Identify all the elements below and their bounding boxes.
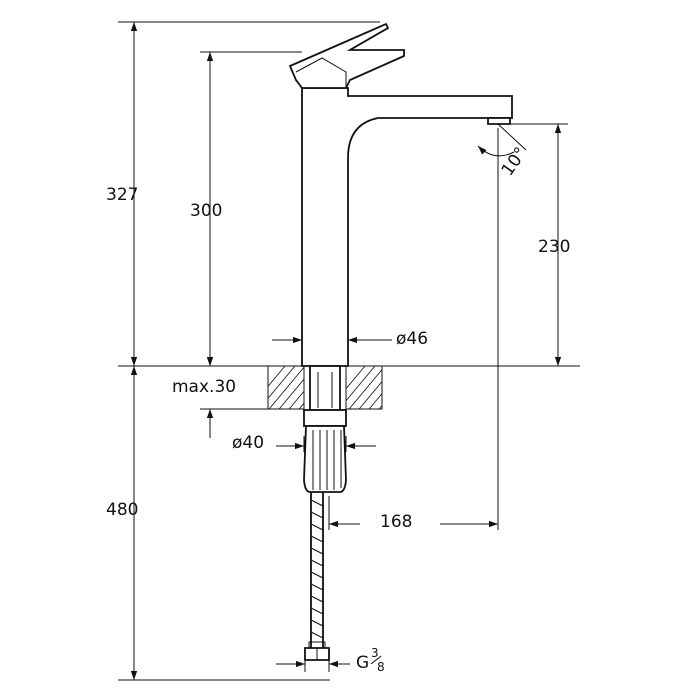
dim-shank-diameter: ø40	[232, 433, 264, 453]
flexible-hose	[304, 492, 330, 672]
dimension-lines	[130, 22, 562, 680]
dim-body-diameter: ø46	[396, 329, 428, 349]
faucet-body	[288, 22, 513, 367]
dim-connection-thread: G 3 8	[356, 646, 385, 674]
thread-numerator: 3	[371, 646, 379, 660]
dim-spout-reach: 168	[380, 512, 412, 532]
shank	[303, 365, 347, 493]
extension-lines	[118, 21, 568, 681]
thread-prefix: G	[356, 653, 369, 673]
dim-spout-height: 300	[190, 201, 222, 221]
dim-total-height: 327	[106, 185, 138, 205]
dim-below-counter-length: 480	[106, 500, 138, 520]
dim-max-counter-thickness: max.30	[172, 377, 236, 397]
dim-outlet-height: 230	[538, 237, 570, 257]
dim-outlet-angle: 10°	[498, 144, 532, 180]
thread-denominator: 8	[377, 660, 385, 674]
